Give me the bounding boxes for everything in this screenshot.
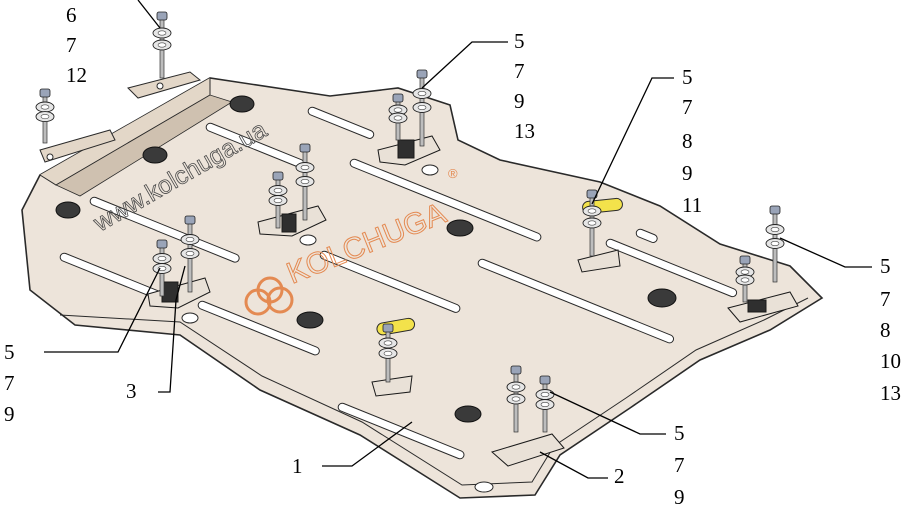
hole <box>421 164 439 176</box>
plug <box>647 288 677 308</box>
callout-top-left: 6 7 12 <box>66 3 87 87</box>
bolt-stacks <box>35 11 785 433</box>
hole <box>181 312 199 324</box>
callout-part-3: 3 <box>126 379 137 403</box>
callout-text: 8 <box>880 318 891 342</box>
slot <box>605 238 738 298</box>
slot <box>349 158 542 242</box>
bolt-washer-stack <box>412 69 432 147</box>
plug <box>55 201 81 219</box>
leader-3 <box>158 265 186 393</box>
bracket <box>371 375 413 397</box>
callout-text: 13 <box>880 381 901 405</box>
slot <box>477 258 675 344</box>
bolt-washer-stack <box>535 375 555 433</box>
bracket-block <box>397 139 415 159</box>
hole <box>299 234 317 246</box>
slot <box>197 300 320 356</box>
callout-text: 9 <box>682 161 693 185</box>
leader-left <box>44 267 161 353</box>
callout-text: 5 <box>682 65 693 89</box>
leader-top-left <box>137 0 161 29</box>
bolt-washer-stack <box>506 365 526 433</box>
leader-lines <box>44 0 872 479</box>
bracket-block <box>281 213 297 233</box>
callout-text: 5 <box>4 340 15 364</box>
leader-top-right <box>591 77 674 205</box>
leader-1 <box>322 421 413 467</box>
plug <box>229 95 255 113</box>
bolt-washer-stack <box>35 88 55 144</box>
callout-text: 7 <box>682 95 693 119</box>
plate-body <box>21 77 824 499</box>
callout-text: 7 <box>66 33 77 57</box>
slot <box>635 228 658 243</box>
callout-text: 5 <box>514 29 525 53</box>
bolt-washer-stack <box>735 255 755 303</box>
plug <box>454 405 482 423</box>
callout-text: 8 <box>682 129 693 153</box>
callout-text: 7 <box>4 371 15 395</box>
callout-text: 5 <box>674 421 685 445</box>
leader-bottom-right <box>549 391 666 435</box>
callout-text: 9 <box>514 89 525 113</box>
callout-text: 10 <box>880 349 901 373</box>
callout-part-2: 2 <box>614 464 625 488</box>
leader-right <box>779 237 872 268</box>
leader-top-center <box>421 41 508 89</box>
leader-2 <box>539 451 608 479</box>
bolt-washer-stack <box>152 239 172 297</box>
callout-text: 5 <box>880 254 891 278</box>
callout-text: 6 <box>66 3 77 27</box>
callout-left: 5 7 9 <box>4 340 15 426</box>
small-holes <box>181 164 494 493</box>
drain-plugs <box>55 95 677 423</box>
slot <box>89 196 240 263</box>
callout-right: 5 7 8 10 13 <box>880 254 901 405</box>
slot <box>307 106 375 139</box>
callout-text: 7 <box>674 453 685 477</box>
tab-left-upper <box>127 71 202 99</box>
plate-slots <box>59 106 738 460</box>
bolt-washer-stack <box>295 143 315 221</box>
callout-text: 7 <box>514 59 525 83</box>
bolt-washer-stack <box>765 205 785 283</box>
skid-plate <box>21 71 824 499</box>
bolt-washer-stack <box>152 11 172 79</box>
bolt-washer-stack <box>378 323 398 383</box>
callout-text: 12 <box>66 63 87 87</box>
callout-top-center: 5 7 9 13 <box>514 29 535 143</box>
slot <box>337 402 465 460</box>
bracket-block <box>747 299 767 313</box>
callout-top-right: 5 7 8 9 11 <box>682 65 702 217</box>
bracket-part-2 <box>490 433 565 467</box>
callout-text: 9 <box>4 402 15 426</box>
plate-edge-line <box>59 297 809 486</box>
watermark-registered: ® <box>448 166 458 181</box>
kolchuga-logo-icon <box>244 276 294 316</box>
tab-hole <box>156 82 164 90</box>
tab-hole <box>46 153 54 161</box>
mounting-brackets <box>147 135 799 467</box>
callout-labels: 6 7 12 5 7 9 13 5 7 8 9 11 5 7 8 10 13 5… <box>4 3 901 509</box>
plug <box>296 311 324 329</box>
callout-text: 11 <box>682 193 702 217</box>
bolt-washer-stack <box>268 171 288 229</box>
callout-bottom-right: 5 7 9 <box>674 421 685 509</box>
bracket <box>577 249 621 273</box>
bolt-washer-stack <box>180 215 200 293</box>
bolt-washer-stack <box>388 93 408 141</box>
plug <box>446 219 474 237</box>
callout-text: 7 <box>880 287 891 311</box>
tab-left-lower <box>39 129 116 163</box>
plug <box>142 146 168 164</box>
hole <box>474 481 494 493</box>
callout-text: 13 <box>514 119 535 143</box>
callout-text: 9 <box>674 485 685 509</box>
slot <box>319 250 461 313</box>
callout-part-1: 1 <box>292 454 303 478</box>
